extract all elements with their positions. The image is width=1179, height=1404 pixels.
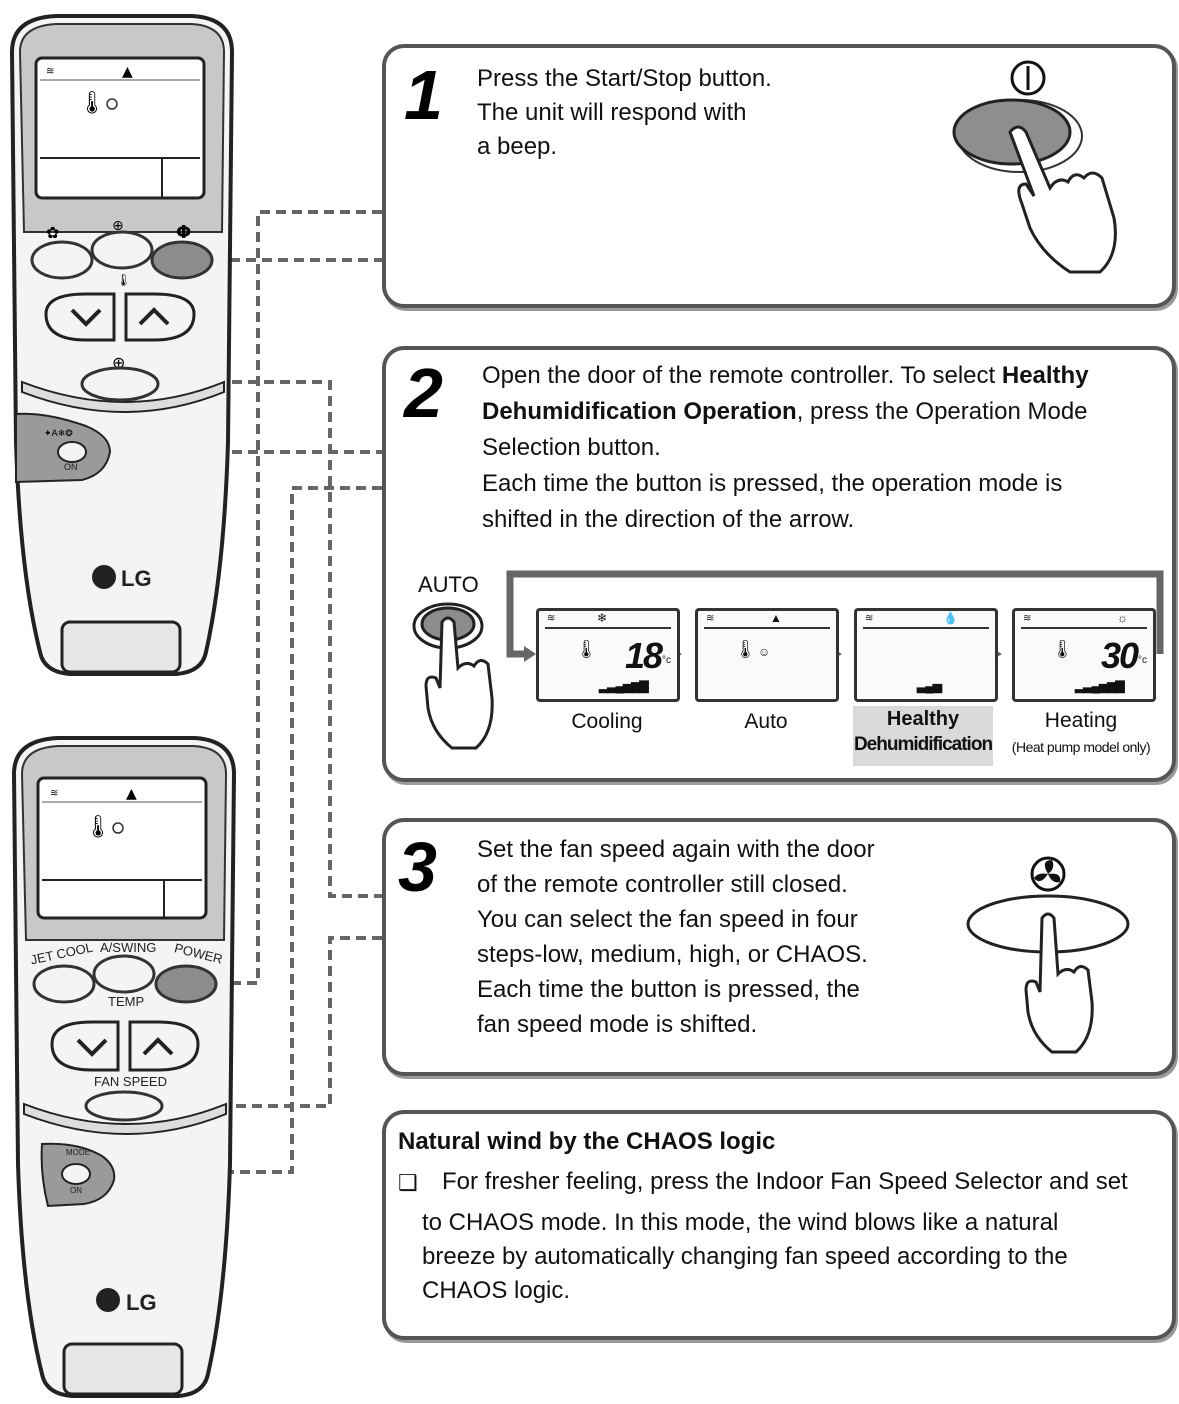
- pointing-hand-icon: [424, 616, 494, 750]
- pointing-hand-icon: [1008, 125, 1117, 274]
- svg-text:⊕: ⊕: [112, 218, 124, 234]
- power-icon: [1010, 60, 1046, 96]
- step1-number: 1: [404, 56, 443, 134]
- svg-text:Φ: Φ: [176, 222, 191, 243]
- svg-text:🌡: 🌡: [116, 273, 131, 287]
- mode-label-heating: Heating (Heat pump model only): [1006, 708, 1156, 760]
- press-start-stop-illustration: [952, 60, 1117, 274]
- remote-bottom-a-swing-label: A/SWING: [100, 940, 157, 955]
- step1-line: Press the Start/Stop button.: [477, 65, 772, 92]
- svg-text:✿: ✿: [46, 223, 59, 242]
- signal-icon: ≋: [547, 613, 556, 624]
- auto-icon: ▲: [770, 611, 782, 625]
- step2-line4: Each time the button is pressed, the ope…: [482, 470, 1063, 497]
- fan-level-icon: ▃▄▅: [917, 679, 942, 693]
- signal-icon: ≋: [706, 613, 715, 624]
- mode-label-heating-title: Heating: [1044, 709, 1118, 732]
- mode-label-dehum-line2: Dehumidification: [853, 734, 993, 755]
- lcd-cooling-unit: °c: [662, 655, 671, 666]
- step3-number: 3: [398, 828, 437, 906]
- thermometer-icon: 🌡: [575, 639, 598, 659]
- step1-line: The unit will respond with: [477, 99, 747, 126]
- chaos-note-line1: For fresher feeling, press the Indoor Fa…: [442, 1168, 1128, 1195]
- mode-label-dehumidification: Healthy Dehumidification: [853, 706, 993, 766]
- lcd-heating-temp: 30: [1100, 635, 1139, 676]
- remote-top: ≋ ▲ 🌡 ✿ ⊕ Φ 🌡 ⊕ ✦A❄❂ ON LG: [6, 12, 238, 677]
- mode-label-heating-note: (Heat pump model only): [1011, 739, 1151, 755]
- mode-label-auto: Auto: [744, 710, 788, 733]
- checkbox-icon: ❑: [398, 1170, 418, 1195]
- svg-text:🌡: 🌡: [78, 91, 106, 116]
- chaos-note-panel: [382, 1110, 1176, 1340]
- lcd-heating-unit: °c: [1138, 655, 1147, 666]
- svg-text:🌡: 🌡: [84, 815, 112, 840]
- step2-text: Open the door of the remote controller. …: [482, 358, 1089, 538]
- remote-bottom-mode-label: MODE: [66, 1148, 90, 1157]
- remote-bottom-temp-label: TEMP: [108, 994, 145, 1009]
- lcd-dehumidification: ≋ 💧 ▃▄▅: [854, 608, 998, 702]
- sun-icon: ☼: [1117, 611, 1128, 625]
- chaos-note-title: Natural wind by the CHAOS logic: [398, 1128, 776, 1155]
- svg-text:▲: ▲: [126, 786, 137, 802]
- auto-press-illustration: [412, 602, 494, 750]
- chaos-note-line3: breeze by automatically changing fan spe…: [422, 1243, 1068, 1270]
- fan-speed-press-illustration: [966, 856, 1130, 1054]
- lcd-auto: ≋ ▲ 🌡 ☺: [695, 608, 839, 702]
- step1-text: Press the Start/Stop button. The unit wi…: [477, 62, 772, 164]
- step3-line: Set the fan speed again with the door: [477, 836, 875, 863]
- remote-bottom-body: ≋ ▲ 🌡: [11, 736, 237, 1398]
- step2-line1b: Healthy: [1001, 362, 1089, 389]
- remote-bottom-on-label: ON: [70, 1186, 82, 1195]
- chaos-note-body: to CHAOS mode. In this mode, the wind bl…: [422, 1206, 1068, 1308]
- svg-text:▲: ▲: [122, 64, 133, 80]
- step3-line: Each time the button is pressed, the: [477, 976, 860, 1003]
- remote-top-door-label: ON: [64, 462, 78, 472]
- lcd-cooling: ≋ ❄ 🌡 18 °c ▂▃▄▅▆▇: [536, 608, 680, 702]
- fan-level-icon: ▂▃▄▅▆▇: [599, 679, 649, 693]
- svg-text:✦A❄❂: ✦A❄❂: [44, 429, 73, 439]
- step3-line: of the remote controller still closed.: [477, 871, 848, 898]
- step2-line3: Selection button.: [482, 434, 661, 461]
- remote-bottom-brand-logo: LG: [126, 1290, 157, 1315]
- lcd-heating: ≋ ☼ 🌡 30 °c ▂▃▄▅▆▇: [1012, 608, 1156, 702]
- fan-level-icon: ▂▃▄▅▆▇: [1075, 679, 1125, 693]
- auto-button-label: AUTO: [418, 572, 479, 597]
- step2-line2a: Dehumidification Operation: [482, 398, 797, 425]
- step3-line: steps-low, medium, high, or CHAOS.: [477, 941, 868, 968]
- remote-top-body: ≋ ▲ 🌡 ✿ ⊕ Φ 🌡 ⊕ ✦A❄❂: [9, 14, 235, 676]
- step3-line: fan speed mode is shifted.: [477, 1011, 758, 1038]
- pointing-hand-icon: [1024, 912, 1094, 1054]
- step2-line1a: Open the door of the remote controller. …: [482, 362, 1002, 389]
- chaos-note-line4: CHAOS logic.: [422, 1277, 571, 1304]
- remote-top-brand-logo: LG: [121, 566, 152, 591]
- mode-label-dehum-line1: Healthy: [886, 708, 960, 730]
- water-drop-icon: 💧: [943, 611, 958, 625]
- lcd-cooling-temp: 18: [624, 635, 663, 676]
- step2-panel: [382, 346, 1176, 782]
- signal-icon: ≋: [1023, 613, 1032, 624]
- thermometer-icon: 🌡: [1051, 639, 1074, 659]
- snowflake-icon: ❄: [597, 611, 608, 625]
- step2-line2b: , press the Operation Mode: [796, 398, 1088, 425]
- remote-bottom-fan-speed-label: FAN SPEED: [94, 1074, 167, 1089]
- svg-text:≋: ≋: [46, 66, 54, 77]
- step2-number: 2: [404, 354, 443, 432]
- mode-label-cooling: Cooling: [571, 710, 643, 733]
- smile-icon: ☺: [758, 645, 771, 659]
- chaos-note-line2: to CHAOS mode. In this mode, the wind bl…: [422, 1209, 1059, 1236]
- step1-line: a beep.: [477, 133, 558, 160]
- thermometer-icon: 🌡: [734, 639, 757, 659]
- signal-icon: ≋: [865, 613, 874, 624]
- step3-line: You can select the fan speed in four: [477, 906, 858, 933]
- step3-text: Set the fan speed again with the door of…: [477, 832, 875, 1042]
- fan-icon: [1030, 856, 1066, 892]
- remote-bottom: ≋ ▲ 🌡 JET COOL A/SWING POWER TEMP FAN SP…: [8, 734, 240, 1399]
- step2-line5: shifted in the direction of the arrow.: [482, 506, 855, 533]
- svg-text:≋: ≋: [50, 788, 58, 799]
